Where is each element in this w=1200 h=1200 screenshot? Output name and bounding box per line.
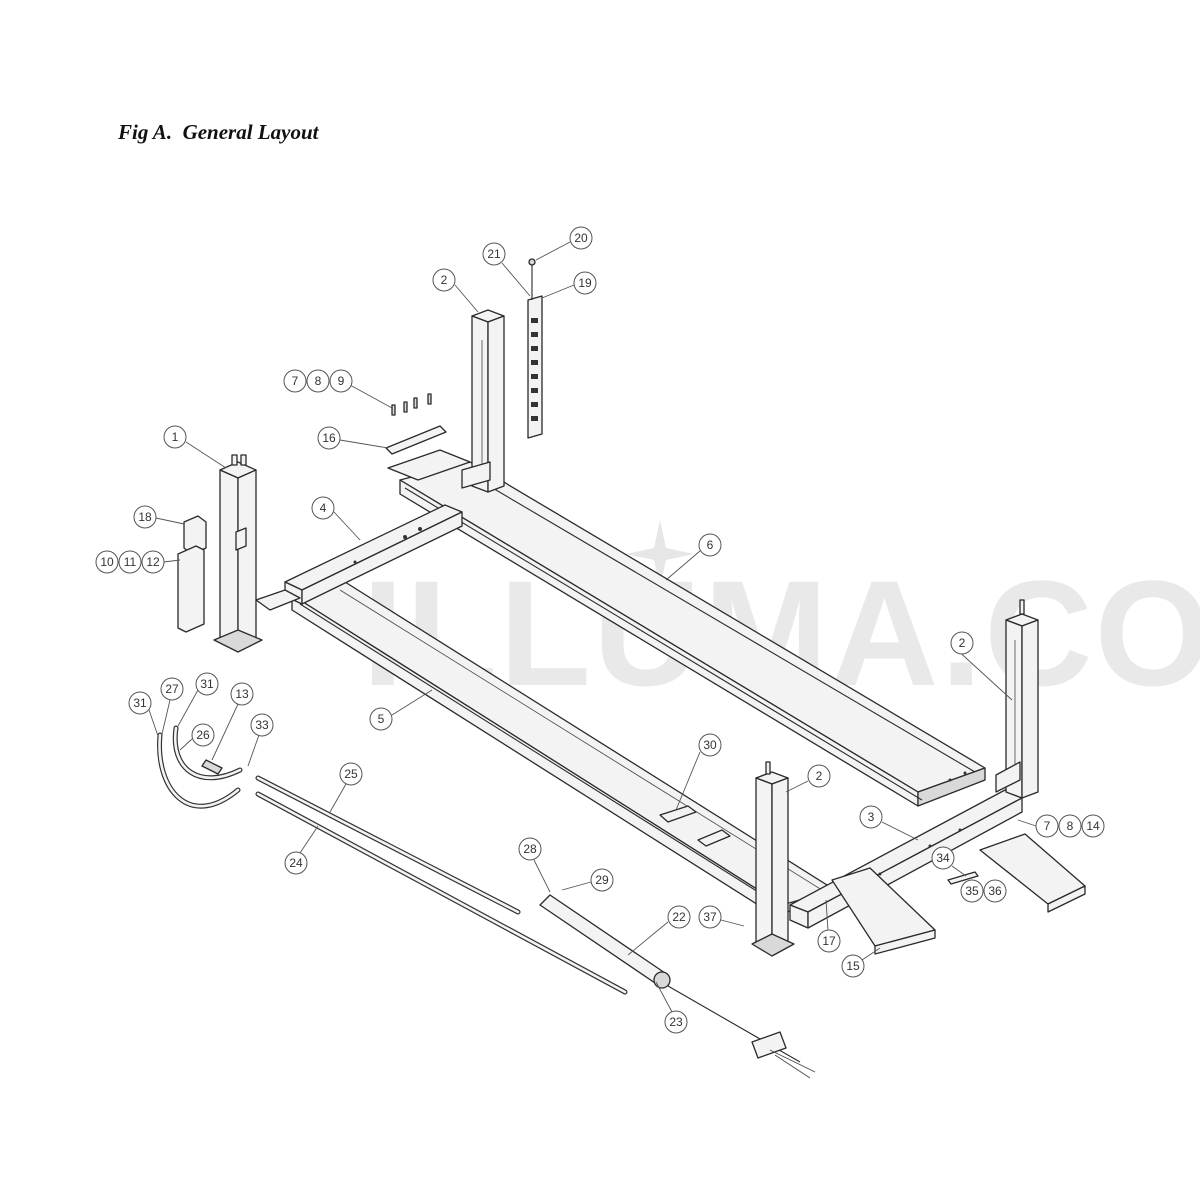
callout-30: 30 xyxy=(703,738,717,752)
callout-10: 10 xyxy=(100,555,114,569)
callout-8-right: 8 xyxy=(1067,819,1074,833)
top-cap-16 xyxy=(385,425,471,481)
callout-31-right: 31 xyxy=(200,677,214,691)
callout-4: 4 xyxy=(320,501,327,515)
callout-37: 37 xyxy=(703,910,717,924)
callout-1: 1 xyxy=(172,430,179,444)
figure-title: Fig A. General Layout xyxy=(118,120,319,144)
callout-23: 23 xyxy=(669,1015,683,1029)
callout-14: 14 xyxy=(1086,819,1100,833)
callout-7-top: 7 xyxy=(292,374,299,388)
callout-18: 18 xyxy=(138,510,152,524)
watermark-star-icon xyxy=(626,520,694,588)
callout-11: 11 xyxy=(124,555,137,569)
ladder-19 xyxy=(527,258,543,439)
callout-9: 9 xyxy=(338,374,345,388)
callout-28: 28 xyxy=(523,842,537,856)
slip-plates-30 xyxy=(659,805,731,847)
callout-22: 22 xyxy=(672,910,686,924)
callout-35: 35 xyxy=(965,884,979,898)
callout-17: 17 xyxy=(822,934,836,948)
post-2-front xyxy=(751,761,795,957)
callout-25: 25 xyxy=(344,767,358,781)
callout-16: 16 xyxy=(322,431,336,445)
runway-6 xyxy=(399,461,986,807)
post-1 xyxy=(213,454,301,653)
callout-7-right: 7 xyxy=(1044,819,1051,833)
callout-20: 20 xyxy=(574,231,588,245)
callout-6: 6 xyxy=(707,538,714,552)
callout-13: 13 xyxy=(235,687,249,701)
ramp-34 xyxy=(947,833,1086,913)
post-2-right xyxy=(995,599,1039,799)
callout-15: 15 xyxy=(846,959,860,973)
callout-8-top: 8 xyxy=(315,374,322,388)
callout-33: 33 xyxy=(255,718,269,732)
callout-2-front: 2 xyxy=(816,769,823,783)
hoses-26 xyxy=(157,725,243,809)
callout-29: 29 xyxy=(595,873,609,887)
callout-5: 5 xyxy=(378,712,385,726)
callout-26: 26 xyxy=(196,728,210,742)
callout-12: 12 xyxy=(146,555,160,569)
cross-beam-4 xyxy=(284,504,463,605)
callout-2-back: 2 xyxy=(441,273,448,287)
callout-3: 3 xyxy=(868,810,875,824)
power-unit xyxy=(177,515,207,633)
hoses-24-25 xyxy=(255,775,628,995)
callout-27: 27 xyxy=(165,682,179,696)
callouts: 1 2 2 2 3 4 5 6 7 8 9 xyxy=(95,226,1105,1034)
post-2-back xyxy=(461,309,505,493)
callout-34: 34 xyxy=(936,851,950,865)
callout-19: 19 xyxy=(578,276,592,290)
cylinder-22 xyxy=(539,894,816,1079)
callout-21: 21 xyxy=(487,247,501,261)
callout-31-left: 31 xyxy=(133,696,147,710)
bolts-7-8-9 xyxy=(391,393,432,416)
callout-24: 24 xyxy=(289,856,303,870)
callout-36: 36 xyxy=(988,884,1002,898)
callout-2-right: 2 xyxy=(959,636,966,650)
ramp-15 xyxy=(831,867,936,955)
